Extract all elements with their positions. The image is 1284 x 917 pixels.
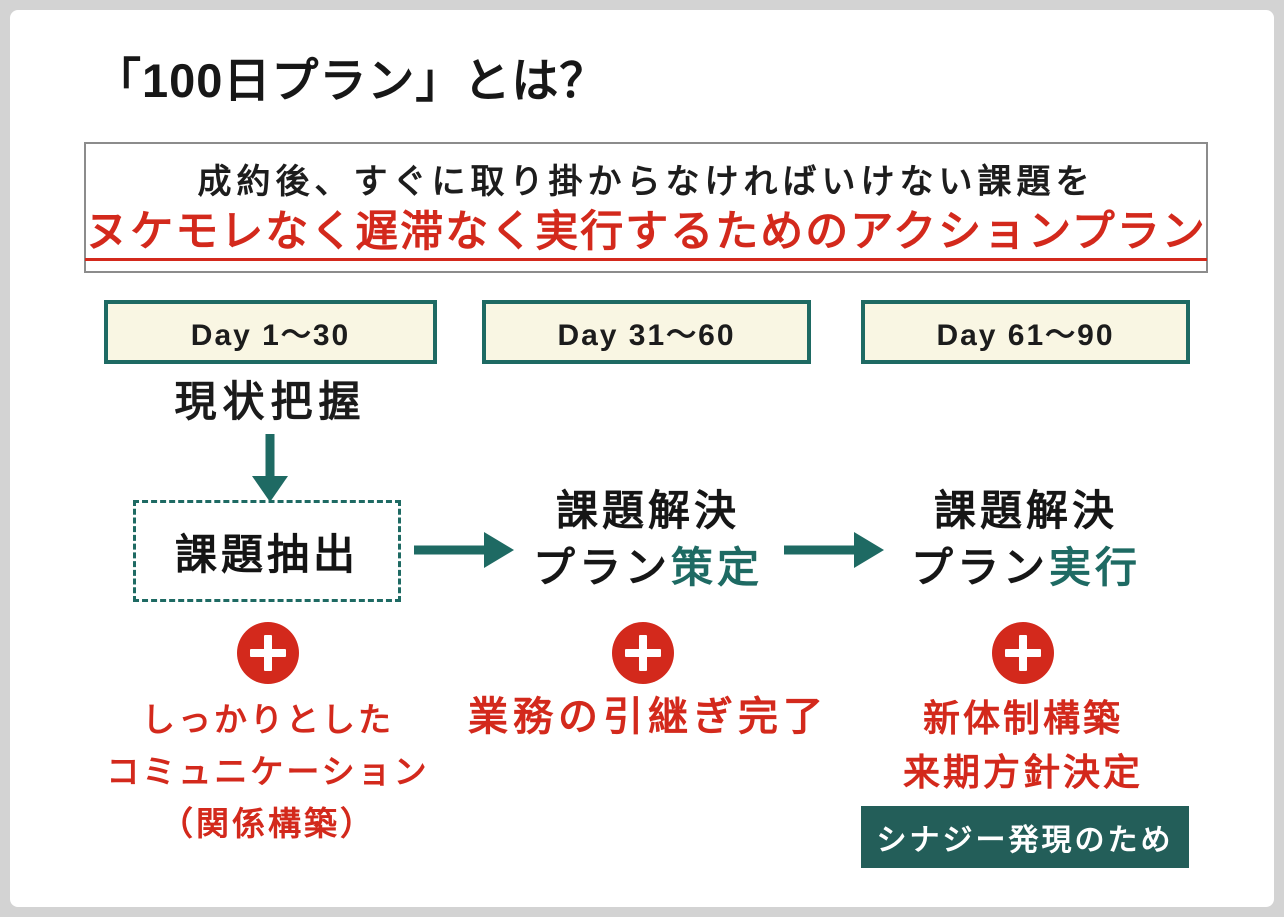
step-issue-extraction-box: 課題抽出 <box>133 500 401 602</box>
synergy-label-box: シナジー発現のため <box>861 806 1189 868</box>
plus-icon <box>992 622 1054 684</box>
plus-note-line: 新体制構築 <box>923 698 1123 739</box>
step-line-1: 課題解決 <box>933 487 1118 534</box>
intro-box: 成約後、すぐに取り掛からなければいけない課題を ヌケモレなく遅滞なく実行するため… <box>84 142 1208 273</box>
step-line-1: 課題解決 <box>555 487 740 534</box>
right-arrow-icon <box>414 532 514 568</box>
plus-note-line: （関係構築） <box>160 805 376 842</box>
step-line-2-black: プラン <box>910 544 1049 591</box>
step-line-2-black: プラン <box>532 544 671 591</box>
plus-note-line: しっかりとした <box>142 701 394 738</box>
step-line-2: プラン策定 <box>508 539 788 596</box>
plus-icon <box>237 622 299 684</box>
plus-note-new-structure: 新体制構築 来期方針決定 <box>843 692 1203 800</box>
plus-icon <box>612 622 674 684</box>
step-line-2-teal: 実行 <box>1049 544 1142 591</box>
phase-box-day31-60: Day 31～60 <box>482 300 811 364</box>
plus-note-line: コミュニケーション <box>106 753 430 790</box>
step-plan-execution: 課題解決 プラン実行 <box>886 482 1166 596</box>
step-line-2: プラン実行 <box>886 539 1166 596</box>
step-line-2-teal: 策定 <box>671 544 764 591</box>
phase-box-day1-30: Day 1～30 <box>104 300 437 364</box>
plus-note-handover: 業務の引継ぎ完了 <box>468 694 828 740</box>
intro-line-1: 成約後、すぐに取り掛からなければいけない課題を <box>197 163 1095 202</box>
phase-box-day61-90: Day 61～90 <box>861 300 1190 364</box>
plus-note-line: 業務の引継ぎ完了 <box>468 695 828 739</box>
down-arrow-icon <box>252 434 288 502</box>
plus-note-line: 来期方針決定 <box>903 752 1143 793</box>
intro-line-2-highlight: ヌケモレなく遅滞なく実行するためのアクションプラン <box>85 210 1207 261</box>
page-title: 「100日プラン」とは？ <box>94 54 608 107</box>
right-arrow-icon <box>784 532 884 568</box>
step-plan-formulation: 課題解決 プラン策定 <box>508 482 788 596</box>
plus-note-communication: しっかりとした コミュニケーション （関係構築） <box>88 694 448 850</box>
step-current-state: 現状把握 <box>174 378 367 425</box>
